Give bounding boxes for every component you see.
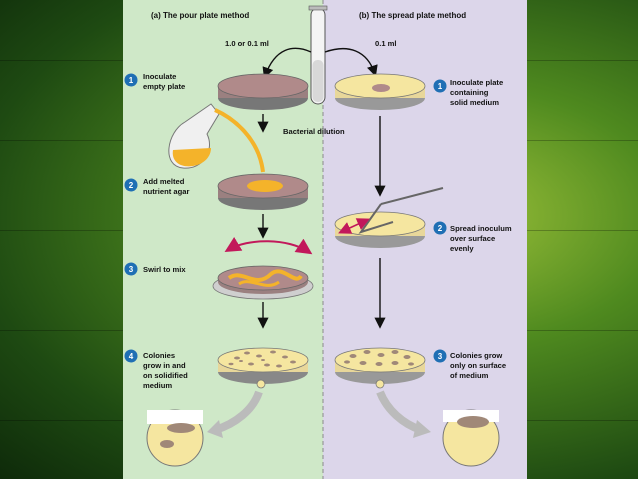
step-number: 2 <box>438 224 443 233</box>
step-badge <box>433 349 447 363</box>
step-label: Spread inoculum <box>450 224 512 233</box>
step-label: evenly <box>450 244 474 253</box>
pour-zoom-inset <box>146 409 204 467</box>
step-badge <box>433 221 447 235</box>
step-label: only on surface <box>450 361 506 370</box>
pour-plate-3 <box>212 265 314 300</box>
step-label: nutrient agar <box>143 187 189 196</box>
step-badge <box>433 79 447 93</box>
pour-plate-2 <box>217 173 309 210</box>
step-label: Swirl to mix <box>143 265 186 274</box>
spread-motion-arrow <box>338 218 370 234</box>
step-label: containing <box>450 88 489 97</box>
step-badge <box>124 178 138 192</box>
step-number: 4 <box>129 352 134 361</box>
step-label: empty plate <box>143 82 185 91</box>
pour-colonies <box>228 350 296 368</box>
step-label: on solidified <box>143 371 188 380</box>
plate-methods-diagram: (a) The pour plate method (b) The spread… <box>123 0 527 479</box>
step-label: Inoculate <box>143 72 176 81</box>
pour-volume-label: 1.0 or 0.1 ml <box>225 39 269 48</box>
step-label: of medium <box>450 371 489 380</box>
spread-volume-label: 0.1 ml <box>375 39 397 48</box>
spread-plate-3 <box>334 347 426 389</box>
step-label: Colonies grow <box>450 351 502 360</box>
step-number: 2 <box>129 181 134 190</box>
spread-step-1: 1 Inoculate plate containing solid mediu… <box>433 78 503 107</box>
pour-header: (a) The pour plate method <box>151 11 249 20</box>
step-label: medium <box>143 381 172 390</box>
pour-plate-1 <box>217 73 309 110</box>
step-number: 1 <box>438 82 443 91</box>
pour-step-2: 2 Add melted nutrient agar <box>124 177 189 196</box>
step-label: Add melted <box>143 177 185 186</box>
spread-colonies <box>344 350 414 366</box>
spread-zoom-inset <box>442 409 500 467</box>
diagram-canvas: (a) The pour plate method (b) The spread… <box>123 0 527 479</box>
step-label: over surface <box>450 234 495 243</box>
spread-step-2: 2 Spread inoculum over surface evenly <box>433 221 512 253</box>
spread-step-3: 3 Colonies grow only on surface of mediu… <box>433 349 506 380</box>
pour-step-1: 1 Inoculate empty plate <box>124 72 185 91</box>
step-label: solid medium <box>450 98 499 107</box>
step-badge <box>124 262 138 276</box>
step-label: grow in and <box>143 361 186 370</box>
spread-plate-1 <box>334 73 426 110</box>
flask-icon <box>168 103 265 173</box>
test-tube <box>308 5 328 105</box>
step-number: 1 <box>129 76 134 85</box>
swirl-arrow <box>224 236 313 255</box>
step-number: 3 <box>438 352 443 361</box>
spread-header: (b) The spread plate method <box>359 11 466 20</box>
pour-step-4: 4 Colonies grow in and on solidified med… <box>124 349 188 390</box>
pour-step-3: 3 Swirl to mix <box>124 262 186 276</box>
step-badge <box>124 73 138 87</box>
spread-transfer-arrow <box>324 48 378 77</box>
tube-label: Bacterial dilution <box>283 127 345 136</box>
step-number: 3 <box>129 265 134 274</box>
pour-transfer-arrow <box>262 47 312 79</box>
step-label: Inoculate plate <box>450 78 503 87</box>
step-label: Colonies <box>143 351 175 360</box>
spread-plate-2 <box>334 211 426 248</box>
step-badge <box>124 349 138 363</box>
